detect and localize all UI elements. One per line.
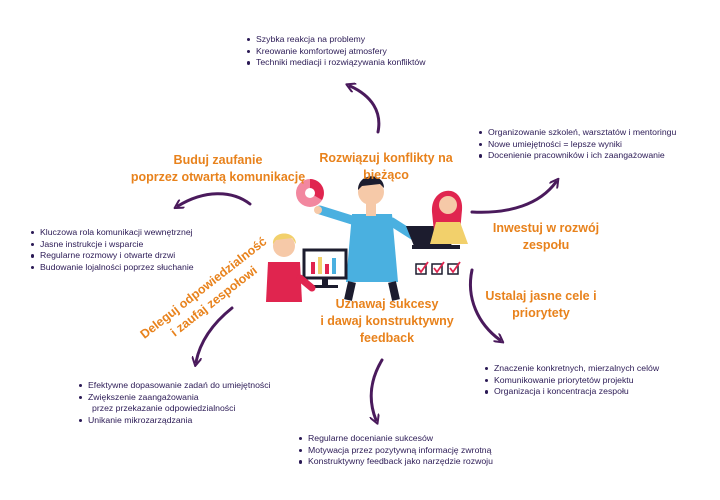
conflicts-heading: Rozwiązuj konflikty na bieżąco [319, 151, 453, 182]
list-item: Zwiększenie zaangażowania [78, 392, 271, 404]
feedback-heading: Uznawaj sukcesy i dawaj konstruktywny fe… [320, 297, 454, 345]
arrow-to-feedback [371, 358, 384, 420]
list-item: Docenienie pracowników i ich zaangażowan… [478, 150, 676, 162]
list-item: Budowanie lojalności poprzez słuchanie [30, 262, 194, 274]
arrow-to-trust [178, 192, 252, 206]
list-item: Unikanie mikrozarządzania [78, 415, 271, 427]
conflicts-list: Szybka reakcja na problemy Kreowanie kom… [246, 34, 425, 69]
list-item: Jasne instrukcje i wsparcie [30, 239, 194, 251]
arrow-to-invest [470, 182, 556, 214]
trust-list: Kluczowa rola komunikacji wewnętrznej Ja… [30, 227, 194, 273]
woman-with-laptop [430, 190, 468, 244]
list-item: Efektywne dopasowanie zadań do umiejętno… [78, 380, 271, 392]
monitor-bar-chart-icon [302, 248, 348, 288]
invest-heading: Inwestuj w rozwój zespołu [492, 221, 600, 252]
feedback-list: Regularne docenianie sukcesów Motywacja … [298, 433, 493, 468]
list-item: Organizowanie szkoleń, warsztatów i ment… [478, 127, 676, 139]
list-item-continuation: przez przekazanie odpowiedzialności [92, 403, 236, 414]
list-item: Techniki mediacji i rozwiązywania konfli… [246, 57, 425, 69]
pie-chart-icon [296, 179, 324, 207]
invest-list: Organizowanie szkoleń, warsztatów i ment… [478, 127, 676, 162]
arrow-to-goals [468, 268, 500, 340]
arrow-to-delegate [196, 306, 234, 362]
list-item: Znaczenie konkretnych, mierzalnych celów [484, 363, 659, 375]
presenter-person [314, 176, 419, 301]
list-item: Regularne rozmowy i otwarte drzwi [30, 250, 194, 262]
list-item: Motywacja przez pozytywną informację zwr… [298, 445, 493, 457]
delegate-list: Efektywne dopasowanie zadań do umiejętno… [78, 380, 271, 426]
list-item: Konstruktywny feedback jako narzędzie ro… [298, 456, 493, 468]
list-item: Kreowanie komfortowej atmosfery [246, 46, 425, 58]
checkbox-icons [415, 261, 461, 275]
goals-heading: Ustalaj jasne cele i priorytety [485, 289, 597, 320]
seated-person [266, 233, 316, 302]
list-item: Komunikowanie priorytetów projektu [484, 375, 659, 387]
list-item: Szybka reakcja na problemy [246, 34, 425, 46]
list-item: Regularne docenianie sukcesów [298, 433, 493, 445]
list-item: Kluczowa rola komunikacji wewnętrznej [30, 227, 194, 239]
trust-heading: Buduj zaufanie poprzez otwartą komunikac… [130, 153, 306, 184]
list-item: Organizacja i koncentracja zespołu [484, 386, 659, 398]
list-item: Nowe umiejętności = lepsze wyniki [478, 139, 676, 151]
arrow-to-conflicts [350, 86, 381, 134]
goals-list: Znaczenie konkretnych, mierzalnych celów… [484, 363, 659, 398]
